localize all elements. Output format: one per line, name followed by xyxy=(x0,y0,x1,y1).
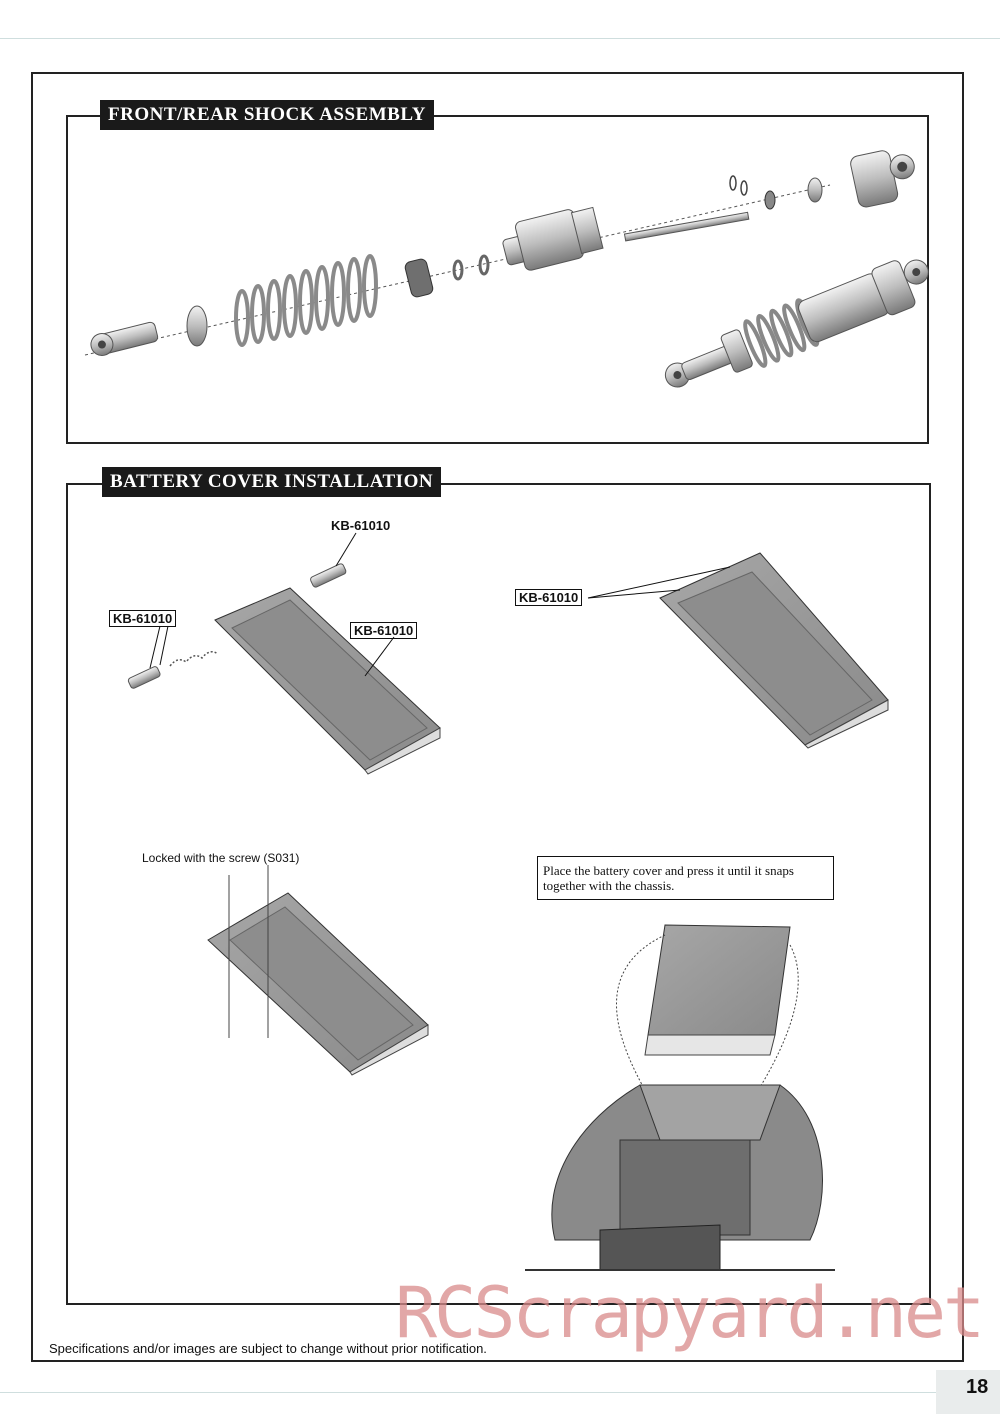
page-number: 18 xyxy=(966,1376,989,1398)
spring-retainer xyxy=(186,305,208,347)
shock-shaft xyxy=(623,211,750,242)
shock-collar-nut xyxy=(404,258,434,298)
battery-cover-section xyxy=(66,483,931,1305)
part-label-top: KB-61010 xyxy=(331,518,391,533)
o-ring xyxy=(478,254,490,276)
locked-screw-note: Locked with the screw (S031) xyxy=(142,851,300,865)
battery-cover-title: BATTERY COVER INSTALLATION xyxy=(102,467,442,497)
shock-assembly-section xyxy=(66,115,929,444)
part-label-right: KB-61010 xyxy=(515,589,583,606)
e-clip xyxy=(740,180,748,196)
chassis-installation xyxy=(525,924,835,1271)
top-rule xyxy=(0,38,1000,39)
part-label-left: KB-61010 xyxy=(109,610,177,627)
page-frame xyxy=(31,72,964,1362)
bottom-rule xyxy=(0,1392,940,1393)
shock-assembly-title: FRONT/REAR SHOCK ASSEMBLY xyxy=(100,100,434,130)
shock-cap xyxy=(850,150,915,208)
shock-bladder xyxy=(807,177,823,203)
shock-exploded-view xyxy=(84,150,915,357)
shock-assembled-view xyxy=(664,259,929,388)
shock-rod-end xyxy=(90,321,159,357)
shock-piston xyxy=(764,190,776,210)
e-clip xyxy=(729,175,737,191)
disclaimer-text: Specifications and/or images are subject… xyxy=(49,1341,487,1356)
battery-cover-exploded xyxy=(127,532,441,775)
watermark: RCScrapyard.net xyxy=(395,1272,985,1354)
o-ring xyxy=(452,259,464,281)
shock-body xyxy=(502,206,604,271)
instruction-callout: Place the battery cover and press it unt… xyxy=(537,856,834,900)
shock-spring xyxy=(234,254,378,347)
page-number-tab xyxy=(936,1370,1000,1414)
battery-cover-assembled xyxy=(587,552,889,749)
part-label-center: KB-61010 xyxy=(350,622,418,639)
battery-cover-locked xyxy=(207,865,429,1076)
